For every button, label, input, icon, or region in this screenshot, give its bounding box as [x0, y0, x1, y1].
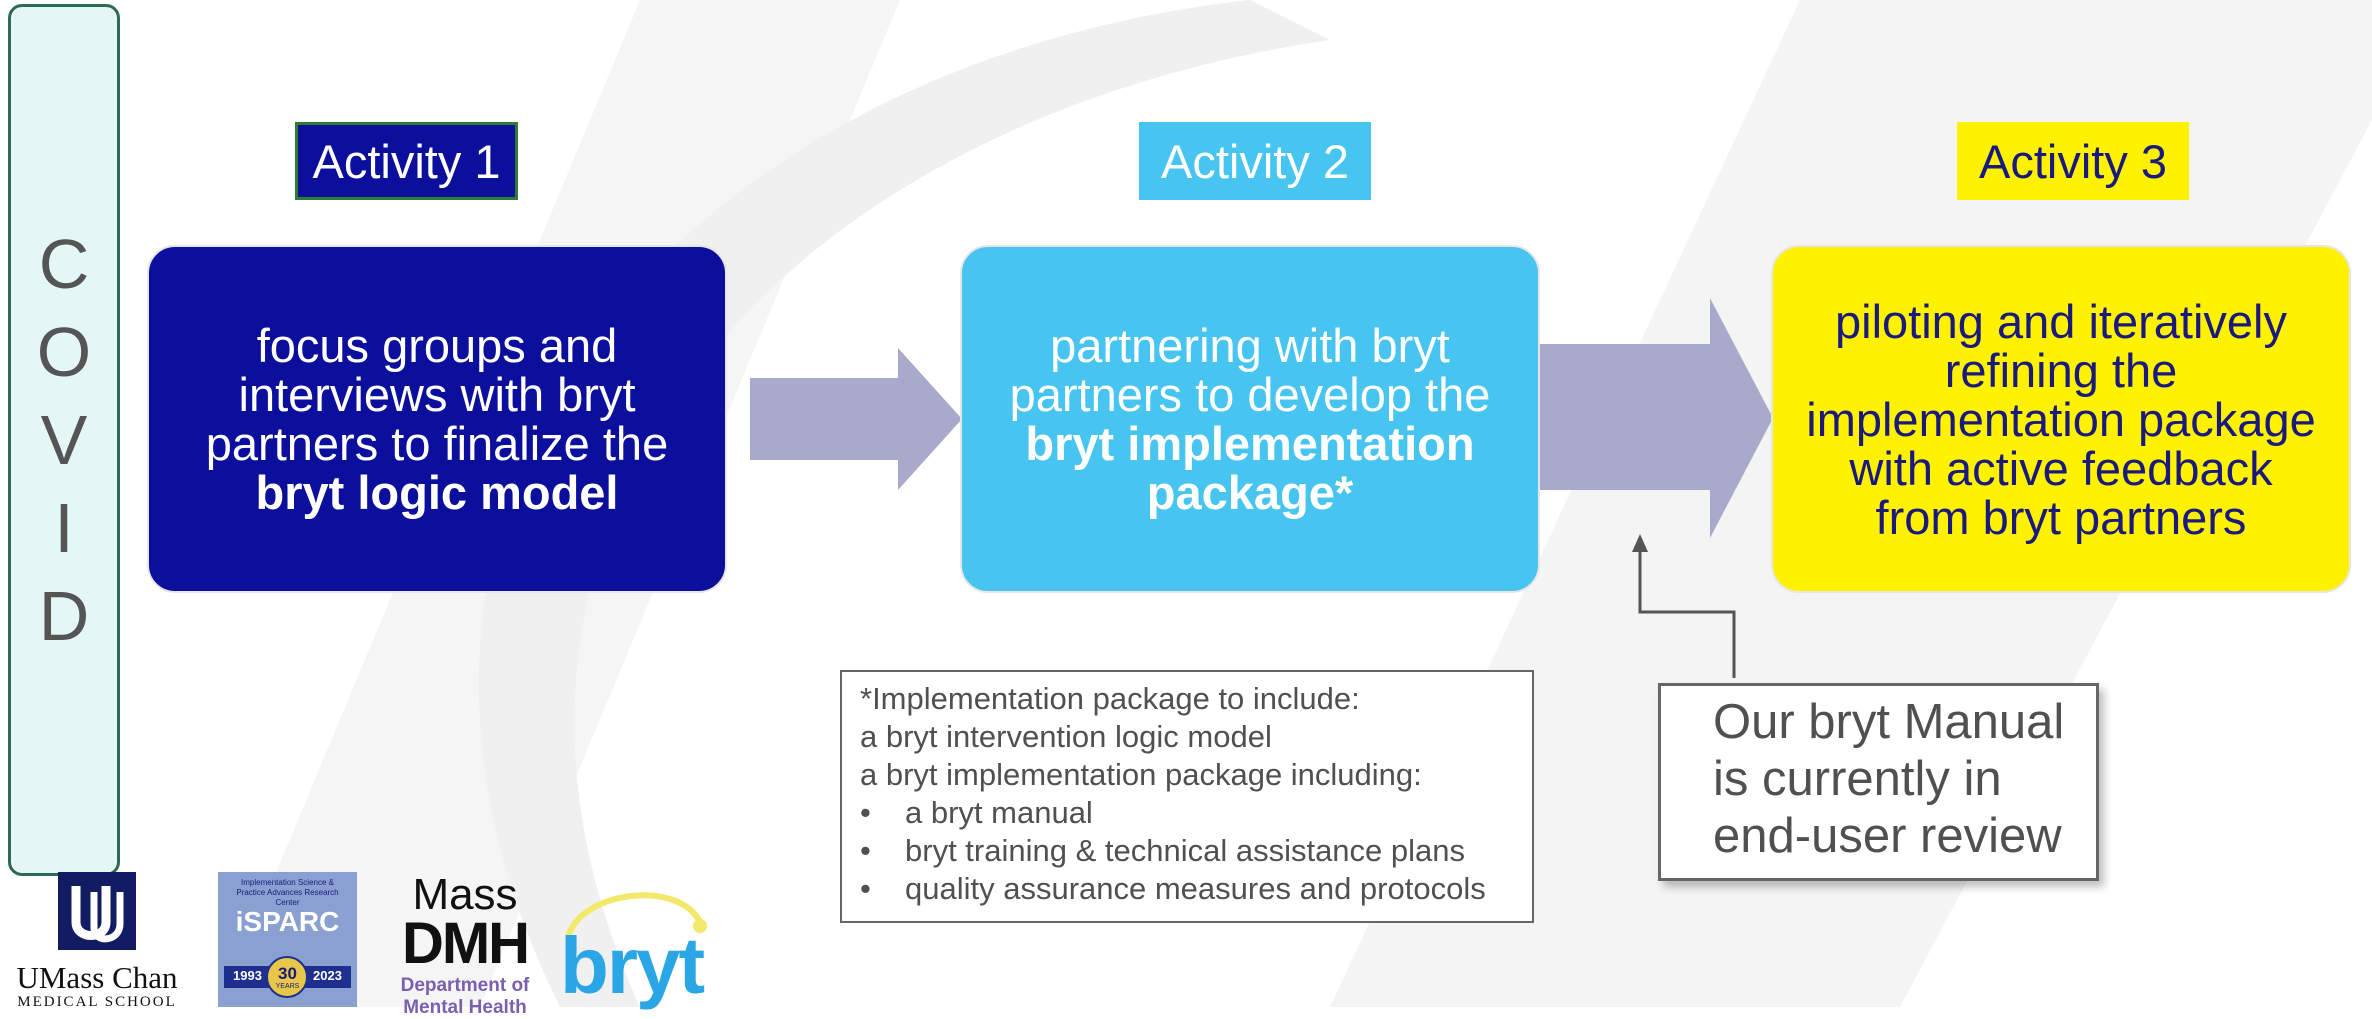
umass-name: UMass Chan: [16, 960, 178, 995]
bryt-arc-icon: [565, 892, 707, 939]
dmh-department: Department of Mental Health: [400, 975, 530, 1018]
activity-3-text: piloting and iteratively refining the im…: [1806, 294, 2316, 544]
covid-sidebar: C O V I D: [8, 4, 120, 876]
isparc-name: iSPARC: [235, 906, 340, 937]
activity-1-bold-text: bryt logic model: [255, 466, 619, 519]
dmh-mass-text: Mass: [412, 870, 518, 919]
covid-letter: O: [36, 313, 92, 391]
isparc-small-text: Implementation Science & Practice Advanc…: [236, 878, 339, 907]
mass-dmh-logo: Mass DMH Department of Mental Health: [390, 870, 540, 1018]
umass-school: MEDICAL SCHOOL: [17, 994, 177, 1010]
activity-2-box: partnering with bryt partners to develop…: [960, 245, 1540, 593]
bryt-logo: bryt: [558, 882, 718, 1010]
callout-connector-arrow: [1632, 534, 1736, 678]
note-line: *Implementation package to include:: [860, 681, 1360, 716]
activity-1-box: focus groups and interviews with bryt pa…: [147, 245, 727, 593]
isparc-year-start: 1993: [233, 968, 262, 983]
note-line: a bryt implementation package including:: [860, 757, 1422, 792]
isparc-badge-number: 30: [278, 964, 297, 983]
covid-letter: I: [54, 489, 74, 567]
covid-letter: V: [40, 401, 88, 479]
activity-2-text: partnering with bryt partners to develop…: [1009, 319, 1491, 421]
covid-letter: D: [38, 577, 90, 655]
activity-3-box: piloting and iteratively refining the im…: [1771, 245, 2351, 593]
covid-letter: C: [38, 225, 90, 303]
isparc-badge-sub: YEARS: [275, 983, 300, 990]
isparc-year-end: 2023: [313, 968, 342, 983]
implementation-package-note: *Implementation package to include: a br…: [840, 670, 1534, 923]
isparc-logo: Implementation Science & Practice Advanc…: [218, 872, 357, 1007]
activity-2-bold-text: bryt implementation package*: [1025, 417, 1475, 519]
note-line: a bryt intervention logic model: [860, 719, 1272, 754]
activity-1-text: focus groups and interviews with bryt pa…: [205, 319, 669, 470]
activity-3-label: Activity 3: [1957, 122, 2189, 200]
manual-status-callout: Our bryt Manual is currently in end-user…: [1658, 683, 2099, 881]
arrow-1-to-2: [750, 348, 962, 490]
note-bullet-item: •quality assurance measures and protocol…: [860, 871, 1486, 906]
umass-chan-logo: UMass Chan MEDICAL SCHOOL: [8, 870, 186, 1010]
note-bullet-item: •bryt training & technical assistance pl…: [860, 833, 1466, 868]
callout-text: Our bryt Manual is currently in end-user…: [1713, 695, 2065, 863]
activity-1-label: Activity 1: [295, 122, 518, 200]
note-bullet-item: •a bryt manual: [860, 795, 1093, 830]
isparc-badge-icon: [224, 956, 351, 998]
umass-emblem-icon: [58, 872, 136, 950]
logo-strip: UMass Chan MEDICAL SCHOOL Implementation…: [0, 860, 720, 1018]
note-bullet-list: •a bryt manual •bryt training & technica…: [860, 794, 1532, 908]
arrow-2-to-3: [1530, 298, 1773, 538]
activity-2-label: Activity 2: [1139, 122, 1371, 200]
bryt-word: bryt: [560, 921, 705, 1010]
dmh-name: DMH: [401, 911, 530, 976]
